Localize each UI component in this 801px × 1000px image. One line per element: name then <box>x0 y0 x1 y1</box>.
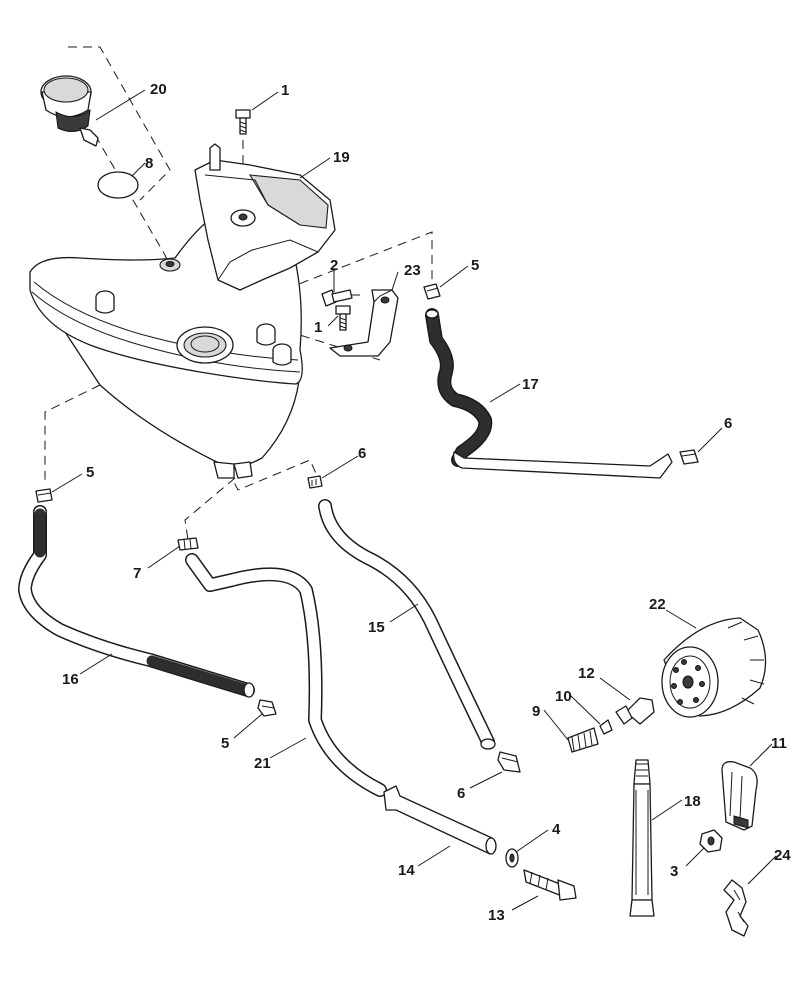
bolt-part-mid[interactable] <box>335 305 351 331</box>
callout-7: 7 <box>133 565 141 582</box>
callout-20: 20 <box>150 81 167 98</box>
plug-part-10[interactable] <box>599 719 613 735</box>
bolt-part-2[interactable] <box>321 289 353 307</box>
callout-24: 24 <box>774 847 791 864</box>
fitting-part-7[interactable] <box>177 537 199 551</box>
tube-part-14[interactable] <box>383 785 497 855</box>
mounting-bracket-part[interactable] <box>329 289 399 357</box>
callout-9: 9 <box>532 703 540 720</box>
callout-15: 15 <box>368 619 385 636</box>
hose-part-21[interactable] <box>185 553 387 797</box>
callout-21: 21 <box>254 755 271 772</box>
oil-tank-body-part[interactable] <box>29 143 336 479</box>
callout-18: 18 <box>684 793 701 810</box>
callout-13: 13 <box>488 907 505 924</box>
callout-14: 14 <box>398 862 415 879</box>
clip-part-24[interactable] <box>723 879 749 937</box>
callout-4: 4 <box>552 821 561 838</box>
hose-assembly-part-18[interactable] <box>629 759 655 917</box>
callout-10: 10 <box>555 688 572 705</box>
clip-part-11[interactable] <box>721 761 758 831</box>
callout-19: 19 <box>333 149 350 166</box>
hose-clamp-part-6-right[interactable] <box>679 449 699 465</box>
callout-5-top: 5 <box>471 257 479 274</box>
callout-6-bottom: 6 <box>457 785 465 802</box>
callout-2: 2 <box>330 257 338 274</box>
callout-17: 17 <box>522 376 539 393</box>
fitting-part-13[interactable] <box>523 869 577 901</box>
callout-5-left: 5 <box>86 464 94 481</box>
hose-clamp-part-bottom[interactable] <box>257 699 277 717</box>
leader-lines <box>51 89 777 911</box>
hose-clamp-part-top[interactable] <box>423 283 441 300</box>
oil-line-hose-part-17[interactable] <box>425 308 673 479</box>
feed-hose-part-16[interactable] <box>18 505 255 698</box>
nut-part-3[interactable] <box>699 829 723 853</box>
callout-5-bottom: 5 <box>221 735 229 752</box>
callout-16: 16 <box>62 671 79 688</box>
callout-23: 23 <box>404 262 421 279</box>
gasket-oring-part[interactable] <box>97 171 139 199</box>
spring-part-9[interactable] <box>567 727 599 753</box>
callout-6-right: 6 <box>724 415 732 432</box>
filler-cap-dipstick-part[interactable] <box>40 75 99 147</box>
return-hose-part-15[interactable] <box>318 499 496 750</box>
callout-6-mid: 6 <box>358 445 366 462</box>
callout-12: 12 <box>578 665 595 682</box>
callout-22: 22 <box>649 596 666 613</box>
callout-1-top: 1 <box>281 82 289 99</box>
callout-1-mid: 1 <box>314 319 322 336</box>
callout-8: 8 <box>145 155 153 172</box>
oil-filter-part[interactable] <box>661 617 767 718</box>
callout-11: 11 <box>771 735 787 752</box>
callout-3: 3 <box>670 863 678 880</box>
hose-clamp-part-6-mid[interactable] <box>307 475 323 489</box>
hose-clamp-part-left[interactable] <box>35 488 53 503</box>
hose-clamp-part-6-bottom[interactable] <box>497 751 521 773</box>
washer-part-4[interactable] <box>505 848 519 868</box>
nipple-fitting-part-12[interactable] <box>615 697 655 725</box>
bolt-part-top[interactable] <box>235 109 251 135</box>
callout-labels: 20 1 8 19 2 23 5 1 17 6 5 6 7 15 16 22 1… <box>62 81 791 924</box>
